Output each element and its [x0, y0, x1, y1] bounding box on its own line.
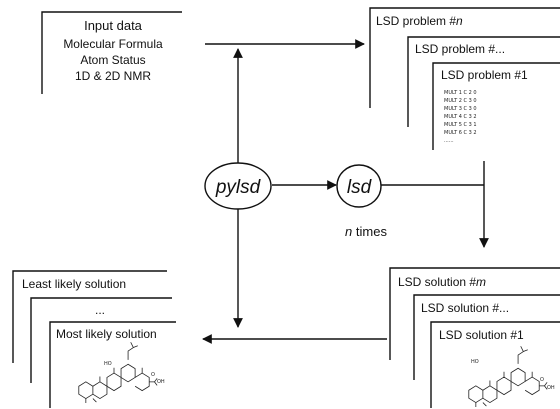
input-data-frame — [41, 11, 182, 94]
ranked-front-label: Most likely solution — [56, 327, 157, 341]
lsd-label: lsd — [347, 177, 373, 198]
lsd-solution-stack: LSD solution #m LSD solution #... LSD so… — [389, 267, 560, 408]
ranked-card-front — [49, 321, 176, 408]
input-line-2: Molecular Formula — [63, 37, 163, 51]
problem-front-label: LSD problem #1 — [441, 68, 528, 82]
ranked-middle-label: ... — [95, 303, 105, 317]
ranked-mol-label: OH — [157, 379, 165, 385]
input-line-3: Atom Status — [80, 53, 145, 67]
solution-molecule-structure — [468, 346, 548, 407]
ranked-card-middle — [30, 297, 172, 383]
pylsd-ellipse — [204, 162, 272, 210]
solution-middle-label: LSD solution #... — [421, 301, 509, 315]
solution-card-back — [389, 267, 560, 360]
solution-mol-label: OH — [547, 385, 555, 391]
solution-card-middle — [413, 294, 560, 380]
solution-mol-label: O — [540, 377, 544, 383]
pylsd-node: pylsd — [204, 162, 272, 210]
problem-middle-label: LSD problem #... — [415, 42, 505, 56]
input-data-box: Input data Molecular Formula Atom Status… — [41, 11, 182, 94]
problem-back-label: LSD problem #n — [376, 14, 463, 28]
solution-front-label: LSD solution #1 — [439, 328, 524, 342]
ranked-mol-label: HO — [104, 361, 112, 367]
mult-line: MULT 1 C 2 0 — [444, 90, 477, 96]
mult-line: MULT 3 C 3 0 — [444, 106, 477, 112]
ranked-back-label: Least likely solution — [22, 277, 126, 291]
problem-card-middle — [407, 36, 560, 127]
pylsd-label: pylsd — [215, 177, 262, 198]
mult-line: MULT 5 C 3 1 — [444, 122, 477, 128]
solution-mol-label: HO — [471, 359, 479, 365]
solution-back-label: LSD solution #m — [398, 275, 486, 289]
mult-line: ...... — [444, 138, 454, 144]
ranked-card-back — [12, 270, 167, 363]
mult-list: MULT 1 C 2 0 MULT 2 C 3 0 MULT 3 C 3 0 M… — [444, 90, 477, 144]
mult-line: MULT 2 C 3 0 — [444, 98, 477, 104]
lsd-problem-stack: LSD problem #n LSD problem #... LSD prob… — [369, 7, 560, 153]
problem-card-front — [432, 62, 560, 150]
connectors — [202, 39, 489, 344]
input-line-4: 1D & 2D NMR — [75, 69, 151, 83]
ranked-mol-label: O — [151, 372, 155, 378]
times-label: n times — [345, 224, 387, 239]
input-line-1: Input data — [84, 18, 143, 33]
solution-card-front — [430, 321, 560, 408]
lsd-node: lsd n times — [336, 164, 387, 239]
mult-line: MULT 6 C 3 2 — [444, 130, 477, 136]
ranked-molecule-structure — [78, 342, 158, 403]
problem-card-back — [369, 7, 560, 108]
mult-line: MULT 4 C 3 2 — [444, 114, 477, 120]
ranked-solution-stack: Least likely solution ... Most likely so… — [12, 270, 180, 408]
lsd-ellipse — [336, 164, 382, 208]
